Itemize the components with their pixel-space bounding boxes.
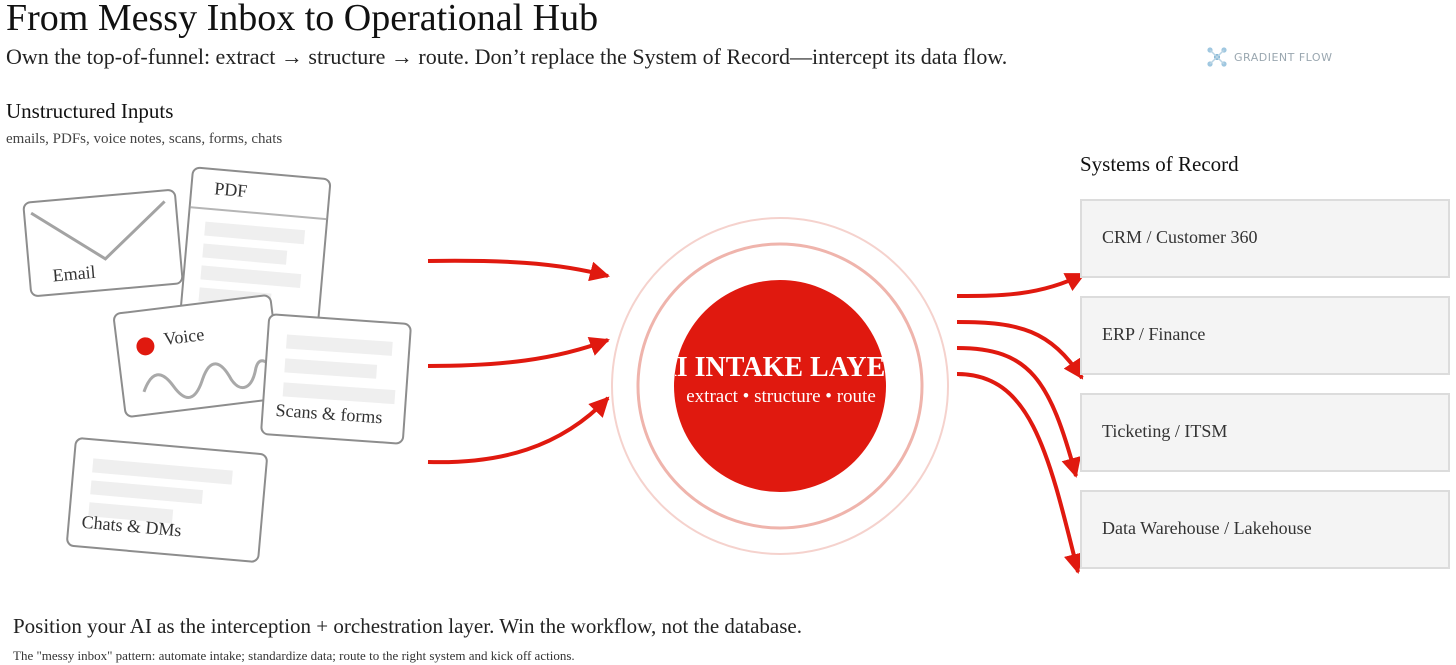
hub-inner-ring — [636, 242, 924, 530]
input-arrow — [427, 396, 610, 465]
system-label: Data Warehouse / Lakehouse — [1102, 518, 1312, 538]
hub-label: AI INTAKE LAYER extract • structure • ro… — [675, 352, 887, 408]
hub-title: AI INTAKE LAYER — [675, 352, 887, 383]
input-arrow — [427, 258, 610, 282]
systems-heading: Systems of Record — [1080, 152, 1239, 176]
input-arrow — [427, 336, 610, 368]
system-box-erp: ERP / Finance — [1080, 296, 1450, 375]
output-arrow — [956, 272, 1086, 298]
inputs-subheading: emails, PDFs, voice notes, scans, forms,… — [6, 131, 283, 147]
footer-takeaway: Position your AI as the interception + o… — [13, 614, 802, 638]
brand-logo: GRADIENT FLOW — [1206, 46, 1332, 68]
output-arrow — [956, 346, 1081, 478]
output-arrow — [956, 320, 1084, 380]
waveform-icon — [142, 359, 274, 399]
system-label: ERP / Finance — [1102, 324, 1206, 344]
inputs-heading: Unstructured Inputs — [6, 99, 174, 123]
gradient-flow-logo-icon — [1207, 47, 1227, 67]
email-card: Email — [22, 188, 184, 298]
system-label: Ticketing / ITSM — [1102, 421, 1228, 441]
system-box-warehouse: Data Warehouse / Lakehouse — [1080, 490, 1450, 569]
output-arrow — [956, 372, 1084, 574]
page-title: From Messy Inbox to Operational Hub — [6, 0, 599, 39]
hub-subtitle: extract • structure • route — [686, 386, 876, 407]
voice-card: Voice — [112, 293, 284, 419]
hub-core — [674, 280, 886, 492]
envelope-icon — [30, 200, 166, 261]
page-subtitle: Own the top-of-funnel: extract → structu… — [6, 44, 1008, 69]
brand-name: GRADIENT FLOW — [1234, 50, 1333, 64]
hub-outer-ring — [611, 217, 949, 555]
system-box-ticketing: Ticketing / ITSM — [1080, 393, 1450, 472]
system-box-crm: CRM / Customer 360 — [1080, 199, 1450, 278]
system-label: CRM / Customer 360 — [1102, 227, 1258, 247]
footer-note: The "messy inbox" pattern: automate inta… — [13, 648, 575, 663]
